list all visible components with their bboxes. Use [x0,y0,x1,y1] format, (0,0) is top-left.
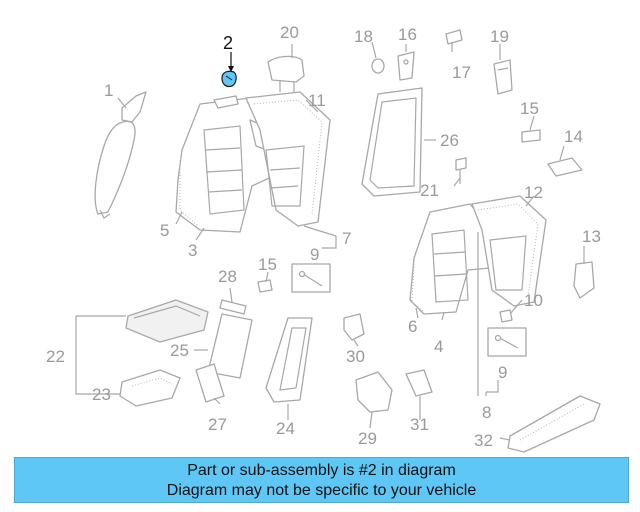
part-17-bolt [445,29,463,52]
callout-1: 1 [104,81,113,100]
callout-28: 28 [218,267,237,286]
callout-17: 17 [452,63,471,82]
callout-15b: 15 [258,255,277,274]
part-9-hardware-kit-left [291,263,331,293]
part-23-cupholder [119,369,181,407]
part-29-mount [355,371,393,413]
caption-line-1: Part or sub-assembly is #2 in diagram [187,462,456,479]
leader-lines [75,41,585,441]
callout-15a: 15 [520,99,539,118]
callout-26: 26 [440,131,459,150]
callout-30: 30 [346,347,365,366]
part-10-clip [499,309,513,323]
callout-10: 10 [524,291,543,310]
callout-23: 23 [92,385,111,404]
caption-line-2: Diagram may not be specific to your vehi… [166,482,477,499]
part-22-armrest [125,299,209,343]
part-31-clip [405,369,433,397]
callout-24: 24 [276,419,295,438]
part-27-cover [195,363,225,403]
callout-32: 32 [474,431,493,450]
callout-8: 8 [482,403,491,422]
callout-20: 20 [280,23,299,42]
callout-21: 21 [420,181,439,200]
callout-11: 11 [308,91,326,110]
callout-6: 6 [408,317,417,336]
callout-14: 14 [564,127,583,146]
callout-25: 25 [170,341,189,360]
part-1-side-trim [94,91,147,219]
callout-29: 29 [358,429,377,448]
part-2-highlighted-clip[interactable] [221,52,237,88]
part-18-round-clip [371,58,385,74]
part-11-seat-frame [245,91,331,227]
callout-9b: 9 [498,363,507,382]
part-30-bracket [343,313,365,341]
part-15-bolt [257,279,273,293]
part-16-bracket [397,51,415,81]
callout-3: 3 [188,241,197,260]
callout-5: 5 [160,221,169,240]
callout-4: 4 [434,337,443,356]
part-24-armrest-frame [265,317,313,403]
part-13-bracket [573,261,595,299]
part-9-hardware-kit-right [487,327,527,357]
callout-2: 2 [223,33,233,53]
part-19-latch [493,59,513,95]
part-26-back-panel [361,87,423,197]
callout-19: 19 [490,27,509,46]
diagram-caption-banner: Part or sub-assembly is #2 in diagram Di… [14,457,629,503]
part-12-seat-frame-right [471,195,547,307]
part-28-strip [219,299,247,315]
callout-12: 12 [524,183,543,202]
callout-22: 22 [46,347,65,366]
part-20-headrest [267,55,305,94]
callout-13: 13 [582,227,601,246]
part-15-top-bolt [521,129,541,143]
part-25-panel [207,313,253,379]
callout-16: 16 [398,25,417,44]
parts-diagram: 1 2 3 4 5 6 7 8 9 9 10 11 12 13 14 15 15… [46,23,601,453]
callout-31: 31 [410,415,429,434]
callout-9a: 9 [310,245,319,264]
callout-27: 27 [208,415,227,434]
callout-18: 18 [354,27,373,46]
part-21-bolt [455,157,467,184]
part-32-cover [507,395,601,453]
callout-7: 7 [342,229,351,248]
part-14-bracket [547,157,583,177]
callout-labels: 1 2 3 4 5 6 7 8 9 9 10 11 12 13 14 15 15… [46,23,601,450]
